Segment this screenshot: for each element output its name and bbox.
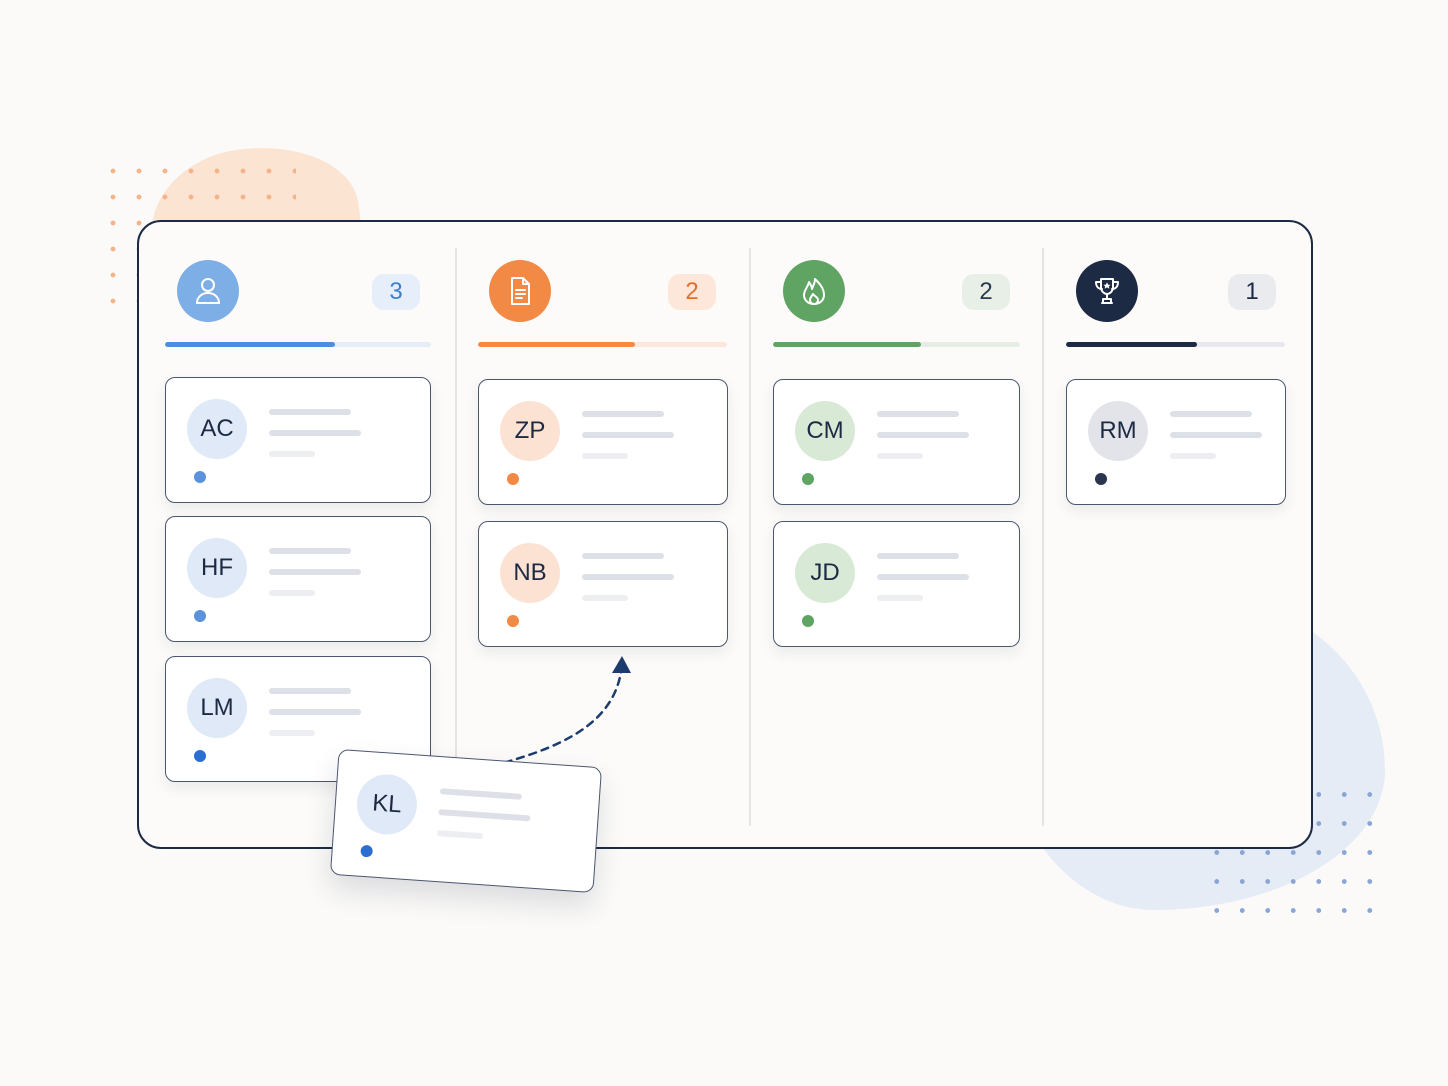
avatar: RM: [1088, 401, 1148, 461]
placeholder-text-line: [439, 788, 523, 800]
avatar: LM: [187, 678, 247, 738]
avatar: NB: [500, 543, 560, 603]
placeholder-text-line: [877, 432, 969, 438]
placeholder-text-line: [1170, 411, 1252, 417]
column-progress-bar: [1066, 342, 1285, 347]
placeholder-text-line: [582, 574, 674, 580]
status-dot: [1095, 473, 1107, 485]
column-progress-bar: [478, 342, 727, 347]
column-progress-fill: [1066, 342, 1198, 347]
avatar: CM: [795, 401, 855, 461]
placeholder-text-line: [269, 430, 361, 436]
placeholder-text-line: [269, 709, 361, 715]
avatar: HF: [187, 538, 247, 598]
column-progress-bar: [773, 342, 1020, 347]
trophy-icon: [1076, 260, 1138, 322]
placeholder-text-line: [269, 590, 315, 596]
column-count-badge: 1: [1228, 274, 1276, 310]
lead-card[interactable]: NB: [478, 521, 728, 647]
placeholder-text-line: [582, 411, 664, 417]
placeholder-text-line: [582, 453, 628, 459]
column-count-badge: 2: [962, 274, 1010, 310]
placeholder-text-line: [877, 453, 923, 459]
placeholder-text-line: [1170, 453, 1216, 459]
dragged-lead-card[interactable]: KL: [329, 748, 603, 894]
placeholder-text-line: [269, 688, 351, 694]
lead-card[interactable]: AC: [165, 377, 431, 503]
status-dot: [507, 615, 519, 627]
placeholder-text-line: [269, 730, 315, 736]
placeholder-text-line: [582, 553, 664, 559]
column-progress-fill: [773, 342, 922, 347]
placeholder-text-line: [877, 595, 923, 601]
lead-card[interactable]: JD: [773, 521, 1020, 647]
column-progress-bar: [165, 342, 431, 347]
column-progress-fill: [165, 342, 336, 347]
placeholder-text-line: [1170, 432, 1262, 438]
status-dot: [194, 610, 206, 622]
status-dot: [802, 473, 814, 485]
status-dot: [360, 844, 374, 858]
placeholder-text-line: [269, 409, 351, 415]
status-dot: [507, 473, 519, 485]
flame-icon: [783, 260, 845, 322]
placeholder-text-line: [436, 830, 484, 840]
placeholder-text-line: [582, 432, 674, 438]
document-icon: [489, 260, 551, 322]
status-dot: [194, 750, 206, 762]
avatar: ZP: [500, 401, 560, 461]
placeholder-text-line: [269, 451, 315, 457]
placeholder-text-line: [269, 548, 351, 554]
placeholder-text-line: [877, 553, 959, 559]
lead-card[interactable]: ZP: [478, 379, 728, 505]
placeholder-text-line: [269, 569, 361, 575]
column-count-badge: 2: [668, 274, 716, 310]
status-dot: [194, 471, 206, 483]
lead-card[interactable]: CM: [773, 379, 1020, 505]
lead-card[interactable]: RM: [1066, 379, 1286, 505]
column-divider: [1042, 248, 1044, 826]
placeholder-text-line: [877, 574, 969, 580]
avatar: AC: [187, 399, 247, 459]
column-progress-fill: [478, 342, 635, 347]
kanban-board: 3 AC HF LM: [137, 220, 1313, 849]
placeholder-text-line: [877, 411, 959, 417]
avatar: JD: [795, 543, 855, 603]
column-divider: [455, 248, 457, 826]
column-count-badge: 3: [372, 274, 420, 310]
status-dot: [802, 615, 814, 627]
avatar: KL: [354, 772, 419, 837]
placeholder-text-line: [582, 595, 628, 601]
lead-card[interactable]: HF: [165, 516, 431, 642]
column-divider: [749, 248, 751, 826]
placeholder-text-line: [438, 809, 531, 822]
user-icon: [177, 260, 239, 322]
